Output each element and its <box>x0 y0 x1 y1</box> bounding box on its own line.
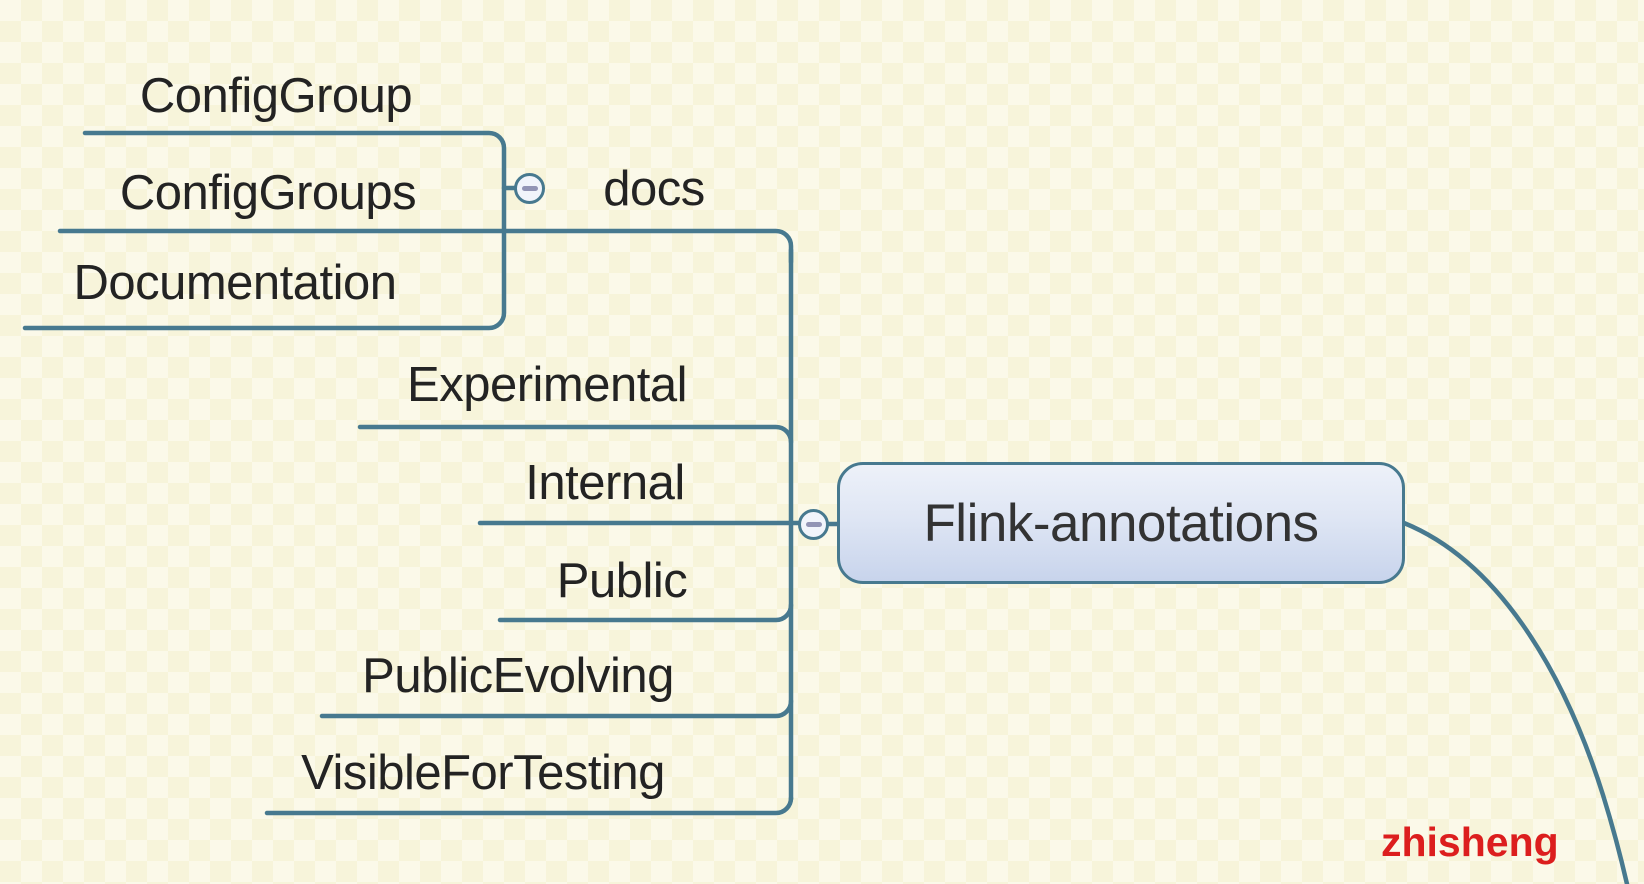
topic-experimental[interactable]: Experimental <box>407 358 687 412</box>
topic-docs[interactable]: docs <box>603 162 705 216</box>
topic-configgroups[interactable]: ConfigGroups <box>119 166 417 220</box>
branch-curve-collapsed-right <box>1401 520 1630 884</box>
minus-icon <box>805 522 822 527</box>
branch-line-public <box>497 602 794 623</box>
topic-documentation[interactable]: Documentation <box>73 256 397 310</box>
collapse-button-docs[interactable] <box>514 173 545 204</box>
collapse-button-root[interactable] <box>798 509 829 540</box>
branch-line-experimental <box>357 424 794 445</box>
topic-public[interactable]: Public <box>556 554 688 608</box>
topic-configgroup[interactable]: ConfigGroup <box>139 69 413 123</box>
root-topic[interactable]: Flink-annotations <box>837 462 1405 584</box>
topic-internal[interactable]: Internal <box>525 456 685 510</box>
branch-line-publicevolving <box>319 698 794 719</box>
topic-publicevolving[interactable]: PublicEvolving <box>362 649 674 703</box>
branch-line-visiblefortesting <box>264 795 794 816</box>
branch-line-configgroups-docs <box>57 228 794 265</box>
watermark-text: zhisheng <box>1381 819 1559 865</box>
minus-icon <box>521 186 538 191</box>
topic-visiblefortesting[interactable]: VisibleForTesting <box>301 746 665 800</box>
